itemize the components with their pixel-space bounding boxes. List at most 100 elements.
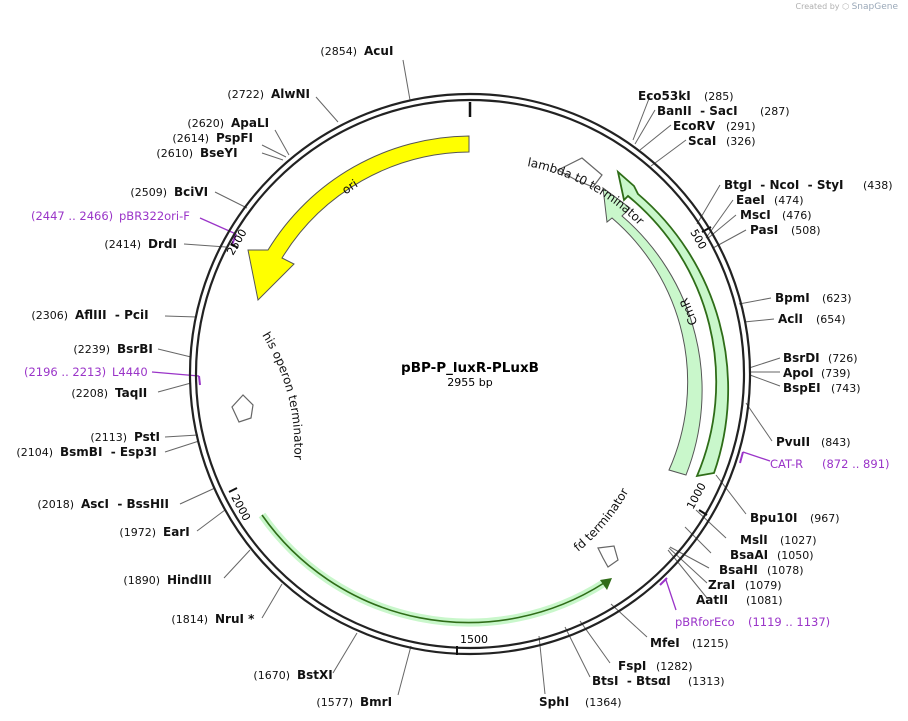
site-leader-lines <box>157 59 781 696</box>
leader-scai <box>650 139 687 167</box>
primer-leader-l4440 <box>151 371 200 377</box>
site-name-scai[interactable]: ScaI <box>688 134 716 148</box>
site-pos-apali: (2620) <box>187 117 224 130</box>
leader-hindiii <box>223 549 251 579</box>
site-name-eco53ki[interactable]: Eco53kI <box>638 89 691 103</box>
site-name-nrui[interactable]: NruI * <box>215 612 255 626</box>
primer-arrow-pbrforeco <box>659 577 668 586</box>
site-name-acli[interactable]: AclI <box>778 312 803 326</box>
site-name-pvuii[interactable]: PvuII <box>776 435 810 449</box>
site-pos-bsrbi: (2239) <box>73 343 110 356</box>
site-name-psti[interactable]: PstI <box>134 430 160 444</box>
backbone-outer-strand <box>188 92 752 656</box>
site-name-hindiii[interactable]: HindIII <box>167 573 212 587</box>
site-name-bsrdi[interactable]: BsrDI <box>783 351 820 365</box>
site-name-acui[interactable]: AcuI <box>364 44 393 58</box>
primer-name-l4440[interactable]: L4440 <box>112 365 148 379</box>
site-pos-bsrdi: (726) <box>828 352 858 365</box>
site-pos-eaei: (474) <box>774 194 804 207</box>
tick-label-1000: 1000 <box>684 481 709 512</box>
site-name-mfei[interactable]: MfeI <box>650 636 680 650</box>
primer-name-pbrforeco[interactable]: pBRforEco <box>675 615 735 629</box>
site-pos-zrai: (1079) <box>745 579 782 592</box>
site-name-bsahi[interactable]: BsaHI <box>719 563 758 577</box>
tick-2000 <box>228 487 238 493</box>
feature-cmr-arrow[interactable] <box>602 186 703 476</box>
site-name-pspfi[interactable]: PspFI <box>216 131 253 145</box>
backbone-inner-strand <box>194 98 746 650</box>
site-name-taqii[interactable]: TaqII <box>115 386 147 400</box>
site-pos-eari: (1972) <box>119 526 156 539</box>
site-name-bspei[interactable]: BspEI <box>783 381 821 395</box>
site-pos-bmri: (1577) <box>316 696 353 709</box>
site-pos-banii: (287) <box>760 105 790 118</box>
primer-range-pbrforeco: (1119 .. 1137) <box>748 615 830 629</box>
site-pos-nrui: (1814) <box>171 613 208 626</box>
site-pos-bseyi: (2610) <box>156 147 193 160</box>
site-name-bseyi[interactable]: BseYI <box>200 146 238 160</box>
primer-name-catr[interactable]: CAT-R <box>770 457 803 471</box>
site-name-bsmbi[interactable]: BsmBI - Esp3I <box>60 445 157 459</box>
site-name-asci[interactable]: AscI - BssHII <box>81 497 169 511</box>
plasmid-length: 2955 bp <box>447 376 492 389</box>
site-name-bsrbi[interactable]: BsrBI <box>117 342 153 356</box>
leader-drdi <box>183 243 227 248</box>
leader-bsmbi <box>164 440 200 453</box>
site-name-btsi[interactable]: BtsI - BtsαI <box>592 674 671 688</box>
site-pos-eco53ki: (285) <box>704 90 734 103</box>
site-name-banii[interactable]: BanII - SacI <box>657 104 738 118</box>
primer-name-pbr322ori[interactable]: pBR322ori-F <box>119 209 190 223</box>
site-name-ecorv[interactable]: EcoRV <box>673 119 716 133</box>
site-name-zrai[interactable]: ZraI <box>708 578 735 592</box>
site-name-afliii[interactable]: AflIII - PciI <box>75 308 149 322</box>
site-pos-alwni: (2722) <box>227 88 264 101</box>
primer-arrow-catr <box>739 451 744 464</box>
site-name-msci[interactable]: MscI <box>740 208 771 222</box>
feature-fd-terminator-arrow[interactable] <box>261 514 605 624</box>
site-name-msli[interactable]: MslI <box>740 533 768 547</box>
site-pos-bpu10i: (967) <box>810 512 840 525</box>
feature-his-label: his operon terminator <box>259 329 305 460</box>
site-name-sphi[interactable]: SphI <box>539 695 569 709</box>
leader-bsrbi <box>157 348 192 358</box>
leader-eco53ki <box>632 95 651 141</box>
site-name-bcivi[interactable]: BciVI <box>174 185 208 199</box>
site-name-alwni[interactable]: AlwNI <box>271 87 310 101</box>
site-name-aatii[interactable]: AatII <box>696 593 728 607</box>
plasmid-name: pBP-P_luxR-PLuxB <box>401 360 539 376</box>
feature-cmr-outer-arrow[interactable] <box>616 169 730 478</box>
site-name-bmri[interactable]: BmrI <box>360 695 392 709</box>
site-name-btgi[interactable]: BtgI - NcoI - StyI <box>724 178 844 192</box>
leader-msli <box>695 509 727 539</box>
feature-fd-terminator-head <box>600 578 612 590</box>
site-pos-pspfi: (2614) <box>172 132 209 145</box>
site-pos-apoi: (739) <box>821 367 851 380</box>
site-name-apoi[interactable]: ApoI <box>783 366 814 380</box>
tick-1000 <box>698 509 708 516</box>
leader-bcivi <box>214 191 248 209</box>
tick-500 <box>701 226 712 233</box>
primer-arrow-pbr322ori <box>231 233 237 246</box>
feature-ori-arrow[interactable] <box>247 135 470 302</box>
primer-leader-pbrforeco <box>665 579 677 611</box>
feature-his-terminator-icon[interactable] <box>231 394 254 423</box>
leader-bseyi <box>261 152 284 161</box>
site-name-bpmi[interactable]: BpmI <box>775 291 810 305</box>
site-name-fspi[interactable]: FspI <box>618 659 646 673</box>
site-name-bsaai[interactable]: BsaAI <box>730 548 768 562</box>
feature-fd-terminator-icon[interactable] <box>597 545 619 568</box>
site-name-eaei[interactable]: EaeI <box>736 193 765 207</box>
leader-eari <box>196 509 226 532</box>
site-pos-bsahi: (1078) <box>767 564 804 577</box>
leader-eaei <box>705 199 734 239</box>
site-name-bpu10i[interactable]: Bpu10I <box>750 511 797 525</box>
site-name-pasi[interactable]: PasI <box>750 223 778 237</box>
site-name-apali[interactable]: ApaLI <box>231 116 269 130</box>
feature-fd-terminator-label: fd terminator <box>571 486 631 555</box>
site-name-eari[interactable]: EarI <box>163 525 190 539</box>
leader-nrui <box>261 583 283 619</box>
site-name-bstxi[interactable]: BstXI <box>297 668 333 682</box>
site-name-drdi[interactable]: DrdI <box>148 237 177 251</box>
feature-lambda-terminator-icon[interactable] <box>556 157 603 188</box>
